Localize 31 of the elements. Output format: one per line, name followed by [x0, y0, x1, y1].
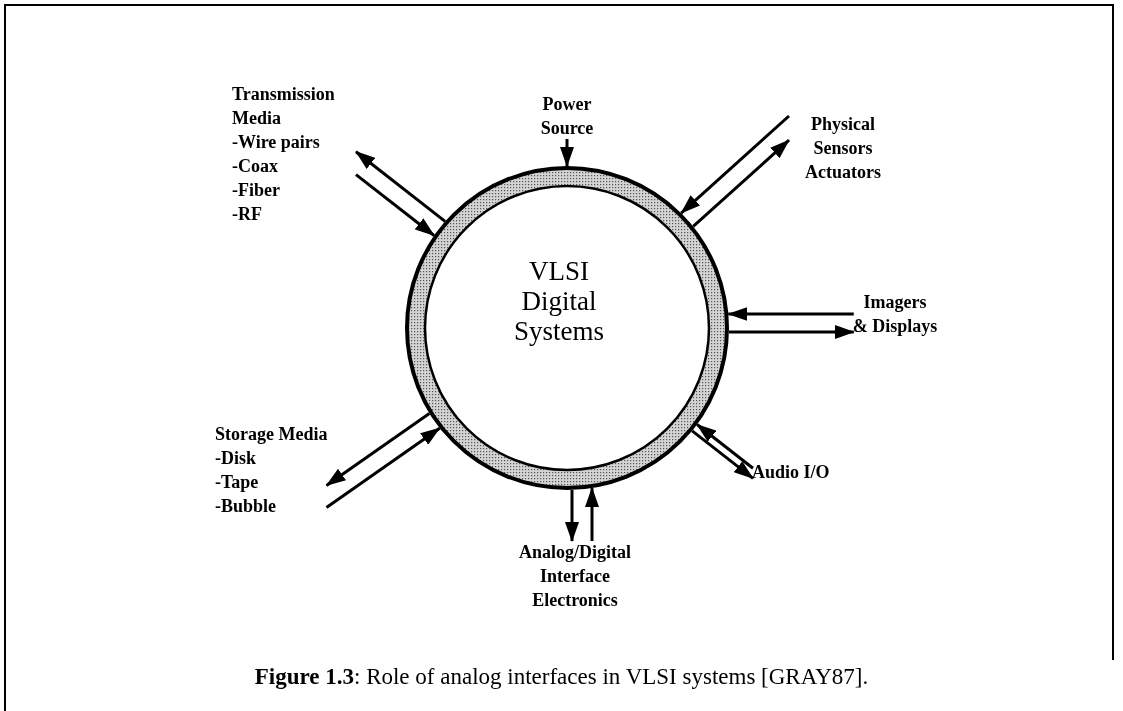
node-label: Audio I/O — [752, 461, 830, 484]
node-label: Transmission Media — [232, 83, 336, 130]
list-item: -Tape — [215, 471, 259, 494]
list-item: -Fiber — [232, 179, 280, 202]
arrow — [325, 426, 441, 509]
arrow — [565, 489, 579, 542]
arrow — [692, 139, 790, 228]
node-label: Imagers — [863, 291, 927, 314]
arrow — [560, 139, 574, 167]
list-item: -Bubble — [215, 495, 277, 518]
node-label: Power Source — [539, 93, 595, 140]
node-label: & Displays — [852, 315, 938, 338]
figure-caption: Figure 1.3: Role of analog interfaces in VLSI systems [GRAY87]. — [254, 664, 869, 690]
ring-node — [405, 166, 729, 490]
list-item: -Coax — [232, 155, 278, 178]
arrow — [696, 423, 754, 470]
list-item: -Wire pairs — [232, 131, 320, 154]
node-label: Physical Sensors Actuators — [804, 113, 882, 184]
arrow — [680, 114, 790, 215]
node-label: Analog/Digital Interface Electronics — [518, 541, 632, 612]
node-label: Storage Media — [215, 423, 328, 446]
arrow — [691, 429, 754, 480]
ring-label: VLSI Digital Systems — [513, 256, 605, 346]
arrow — [727, 307, 854, 321]
list-item: -Disk — [215, 447, 256, 470]
arrow — [355, 150, 446, 223]
list-item: -RF — [232, 203, 262, 226]
arrow — [728, 325, 855, 339]
arrow — [355, 173, 435, 237]
arrow — [585, 487, 599, 541]
arrow — [325, 412, 431, 487]
